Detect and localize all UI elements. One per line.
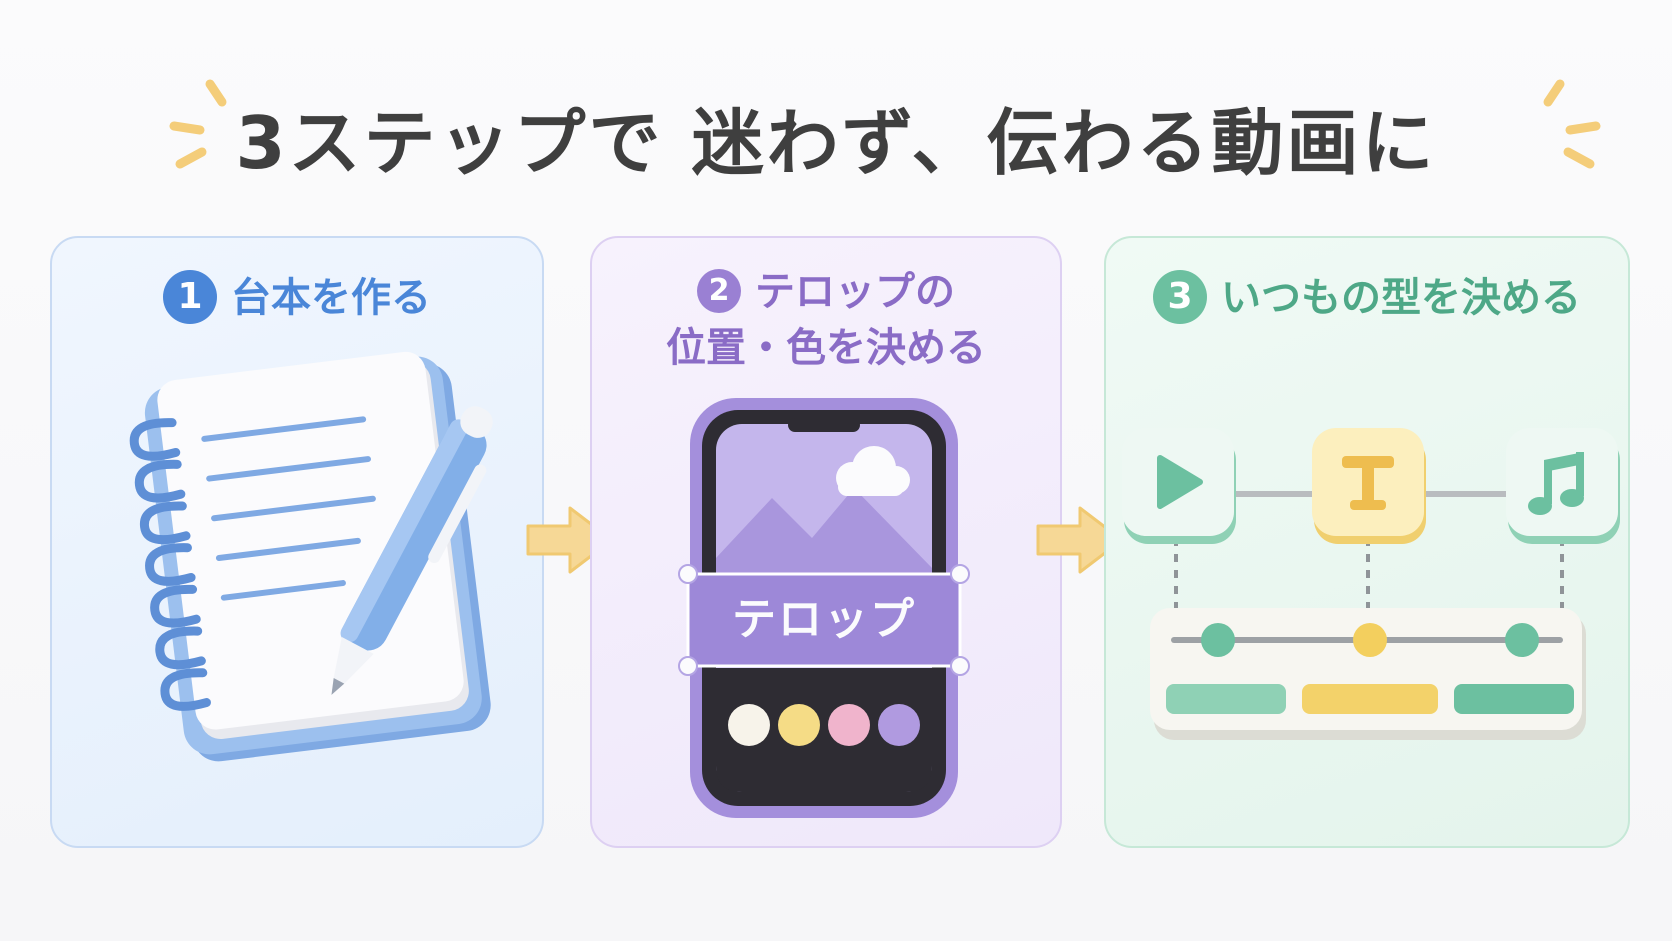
step-1-title: 1 台本を作る [52, 270, 542, 327]
notebook-pen-icon [129, 351, 493, 762]
step-1-label: 台本を作る [231, 275, 431, 321]
step-3-card: 3 いつもの型を決める [1104, 236, 1630, 848]
step-3-label: いつもの型を決める [1221, 275, 1581, 321]
color-swatch[interactable] [828, 704, 870, 746]
page-title: 3ステップで 迷わず、伝わる動画に [235, 101, 1437, 185]
text-t-icon [1312, 428, 1426, 544]
telop-caption: テロップ [732, 594, 916, 645]
color-swatch[interactable] [878, 704, 920, 746]
color-swatches [728, 704, 920, 750]
play-icon [1122, 428, 1236, 544]
timeline-template-icon [1122, 428, 1620, 740]
smartphone-icon [678, 398, 970, 818]
step-1-number: 1 [163, 270, 217, 324]
step-2-title-line2: 位置・色を決める [666, 325, 986, 371]
step-3-number: 3 [1153, 270, 1207, 324]
step-1-card: 1 台本を作る [50, 236, 544, 848]
color-swatch[interactable] [778, 704, 820, 746]
cloud-icon [836, 446, 910, 496]
sparkle-right-icon [1543, 79, 1601, 169]
color-swatch[interactable] [728, 704, 770, 746]
sparkle-left-icon [169, 79, 227, 169]
music-note-icon [1506, 428, 1620, 544]
step-3-title: 3 いつもの型を決める [1106, 270, 1628, 327]
arrow-right-icon [1036, 506, 1124, 574]
step-2-number: 2 [697, 269, 741, 313]
